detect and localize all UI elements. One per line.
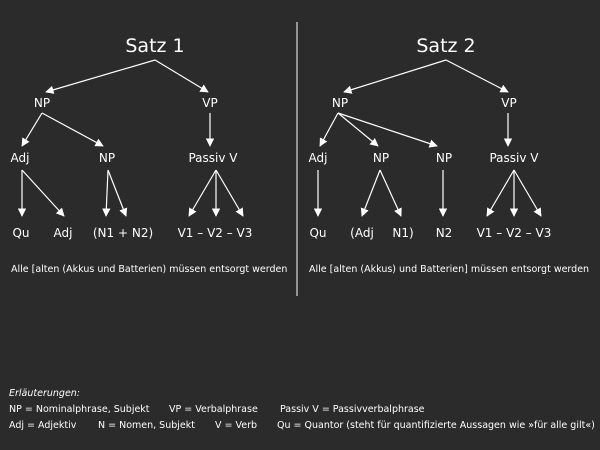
node-vp: VP [501, 96, 516, 110]
tree-2-title: Satz 2 [416, 35, 475, 57]
node-passiv-v: Passiv V [489, 151, 539, 165]
node-vp: VP [202, 96, 217, 110]
leaf-qu: Qu [309, 226, 326, 240]
edge-np-np [41, 112, 104, 147]
edge-adj-adj [21, 169, 65, 217]
edge-passiv-v3 [513, 169, 542, 217]
legend-header: Erläuterungen: [9, 388, 81, 399]
edge-np-n1 [379, 169, 402, 217]
leaf-verbs: V1 – V2 – V3 [477, 226, 552, 240]
edge-passiv-v1 [188, 169, 217, 217]
legend-entry: N = Nomen, Subjekt [98, 420, 195, 431]
node-np-inner: NP [99, 151, 115, 165]
leaf-n1: N1) [392, 226, 413, 240]
legend-entry: NP = Nominalphrase, Subjekt [9, 404, 150, 415]
legend-entry: Passiv V = Passivverbalphrase [280, 404, 425, 415]
leaf-adj: Adj [54, 226, 73, 240]
edge-passiv-v3 [215, 169, 244, 217]
edge-np-adj [21, 112, 43, 147]
node-passiv-v: Passiv V [188, 151, 238, 165]
edge-np-adj-leaf [360, 169, 381, 217]
node-adj: Adj [11, 151, 30, 165]
legend: Erläuterungen: NP = Nominalphrase, Subje… [9, 386, 595, 434]
leaf-nouns: (N1 + N2) [93, 226, 153, 240]
edge-passiv-v1 [486, 169, 515, 217]
legend-row: NP = Nominalphrase, Subjekt VP = Verbalp… [9, 402, 594, 418]
leaf-qu: Qu [12, 226, 29, 240]
node-adj: Adj [309, 151, 328, 165]
sentence-2: Alle [alten (Akkus) und Batterien] müsse… [309, 264, 589, 275]
tree-satz-2: Satz 2 NP VP Adj NP NP Passiv V Qu (Adj … [309, 35, 590, 275]
tree-satz-1: Satz 1 NP VP Adj NP Passiv V Qu Adj (N1 … [11, 35, 288, 275]
sentence-1: Alle [alten (Akkus und Batterien) müssen… [11, 264, 287, 275]
node-np: NP [34, 96, 50, 110]
edge-np-n1 [102, 169, 111, 217]
legend-row: Adj = Adjektiv N = Nomen, Subjekt V = Ve… [9, 418, 595, 434]
legend-entry: V = Verb [215, 420, 258, 431]
edge-np-n2 [107, 169, 128, 217]
edge-satz2-np [343, 59, 447, 94]
edge-satz2-vp [445, 59, 509, 93]
leaf-n2: N2 [436, 226, 453, 240]
legend-entry: VP = Verbalphrase [169, 404, 258, 415]
leaf-verbs: V1 – V2 – V3 [178, 226, 253, 240]
legend-entry: Adj = Adjektiv [9, 420, 77, 431]
node-np-inner: NP [373, 151, 389, 165]
edge-satz1-np [45, 59, 156, 94]
legend-entry: Qu = Quantor (steht für quantifizierte A… [277, 420, 595, 431]
edge-np-adj [319, 112, 339, 147]
edge-np-np-n2 [337, 112, 438, 148]
edge-satz1-vp [154, 59, 209, 93]
edge-np-np [337, 112, 379, 147]
node-np-n2: NP [436, 151, 452, 165]
node-np: NP [332, 96, 348, 110]
leaf-adj: (Adj [350, 226, 374, 240]
tree-1-title: Satz 1 [125, 35, 184, 57]
